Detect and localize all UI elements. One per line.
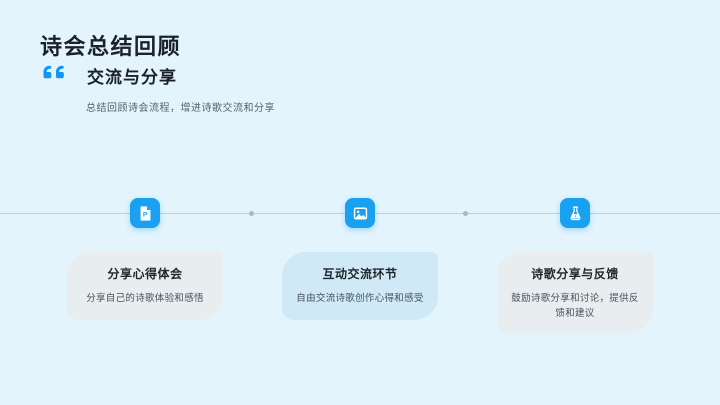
document-icon: P [130, 198, 160, 228]
timeline-dot [249, 211, 254, 216]
milestone-card: 互动交流环节 自由交流诗歌创作心得和感受 [282, 252, 438, 320]
image-icon [345, 198, 375, 228]
slide-subtitle: 总结回顾诗会流程，增进诗歌交流和分享 [86, 103, 275, 114]
milestone-description: 鼓励诗歌分享和讨论，提供反馈和建议 [511, 293, 639, 320]
milestone-title: 分享心得体会 [107, 267, 183, 281]
milestone-description: 分享自己的诗歌体验和感悟 [86, 293, 204, 304]
milestone-card: 诗歌分享与反馈 鼓励诗歌分享和讨论，提供反馈和建议 [497, 252, 653, 334]
svg-text:P: P [142, 211, 147, 218]
section-header: 交流与分享 [42, 61, 177, 88]
milestone-title: 诗歌分享与反馈 [531, 267, 619, 281]
quote-icon [42, 61, 70, 86]
milestone-title: 互动交流环节 [322, 267, 398, 281]
flask-icon [560, 198, 590, 228]
milestone-card: 分享心得体会 分享自己的诗歌体验和感悟 [67, 252, 223, 320]
milestone-description: 自由交流诗歌创作心得和感受 [296, 293, 424, 304]
page-title: 诗会总结回顾 [40, 34, 182, 59]
section-heading: 交流与分享 [87, 68, 177, 87]
timeline-dot [463, 211, 468, 216]
